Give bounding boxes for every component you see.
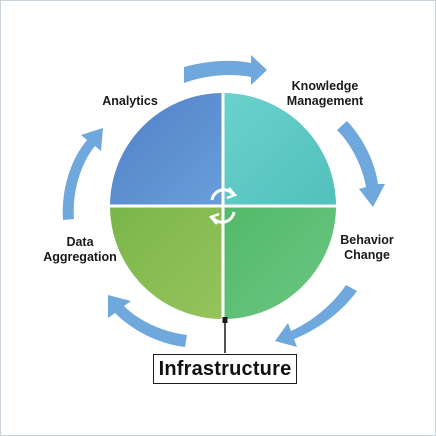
quadrant-data-aggregation <box>110 206 223 319</box>
cycle-arrows <box>62 55 385 347</box>
quadrant-circle <box>108 91 338 321</box>
infrastructure-label: Infrastructure <box>158 357 292 380</box>
infrastructure-box: Infrastructure <box>153 354 297 384</box>
label-analytics: Analytics <box>102 94 158 108</box>
quadrant-behavior-change <box>223 206 336 319</box>
arrow-left-icon <box>62 128 103 220</box>
refresh-icon <box>208 187 238 225</box>
label-knowledge-line1: Knowledge <box>292 79 359 93</box>
quadrant-analytics <box>110 93 223 206</box>
label-aggregation-line1: Data <box>66 235 94 249</box>
quadrant-knowledge-management <box>223 93 336 206</box>
label-behavior-line2: Change <box>344 248 390 262</box>
arrow-top-icon <box>184 55 267 85</box>
label-knowledge-line2: Management <box>287 94 364 108</box>
label-aggregation-line2: Aggregation <box>43 250 117 264</box>
arrow-bottom-left-icon <box>108 295 187 347</box>
arrow-bottom-right-icon <box>275 285 357 347</box>
arrow-right-icon <box>337 121 385 207</box>
label-behavior-line1: Behavior <box>340 233 394 247</box>
connector-cap <box>222 317 228 323</box>
